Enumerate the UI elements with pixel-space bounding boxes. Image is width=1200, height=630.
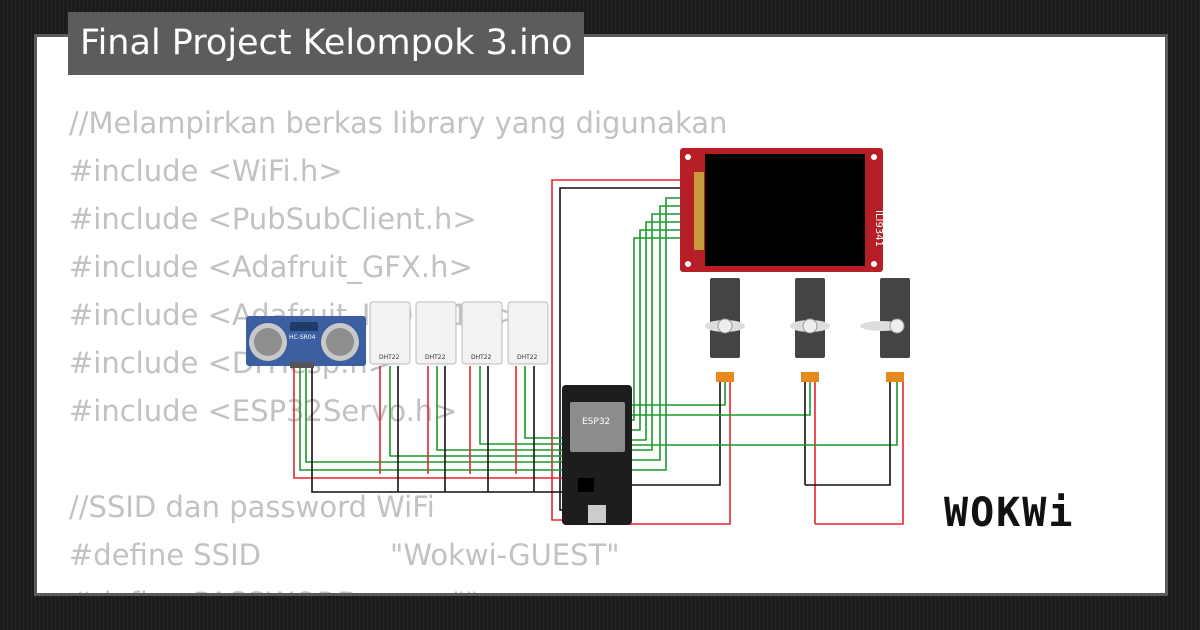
code-line: #include <Adafruit_GFX.h> [69,250,473,284]
wokwi-logo: WOKWi [944,490,1075,536]
page-title: Final Project Kelompok 3.ino [68,12,585,75]
dht-label: DHT22 [517,354,538,361]
code-line: #include <ESP32Servo.h> [69,394,458,428]
ultrasonic-sensor: HC-SR04 [246,316,366,368]
dht-label: DHT22 [379,354,400,361]
code-line: //SSID dan password WiFi [69,490,435,524]
dht-label: DHT22 [425,354,446,361]
code-line: #define PASSWORD "" [69,579,727,593]
ultrasonic-label: HC-SR04 [289,334,316,341]
servos [705,278,910,382]
code-line: #include <WiFi.h> [69,154,343,188]
esp32-board: ESP32 [562,385,632,525]
code-line: #define SSID "Wokwi-GUEST" [69,538,620,572]
preview-card: //Melampirkan berkas library yang diguna… [34,34,1168,596]
tft-label: ILI9341 [873,210,884,247]
dht-label: DHT22 [471,354,492,361]
esp32-label: ESP32 [582,417,610,427]
code-line: //Melampirkan berkas library yang diguna… [69,106,728,140]
dht-sensors [369,301,549,365]
tft-display: ILI9341 [680,148,884,272]
code-line: #include <PubSubClient.h> [69,202,477,236]
